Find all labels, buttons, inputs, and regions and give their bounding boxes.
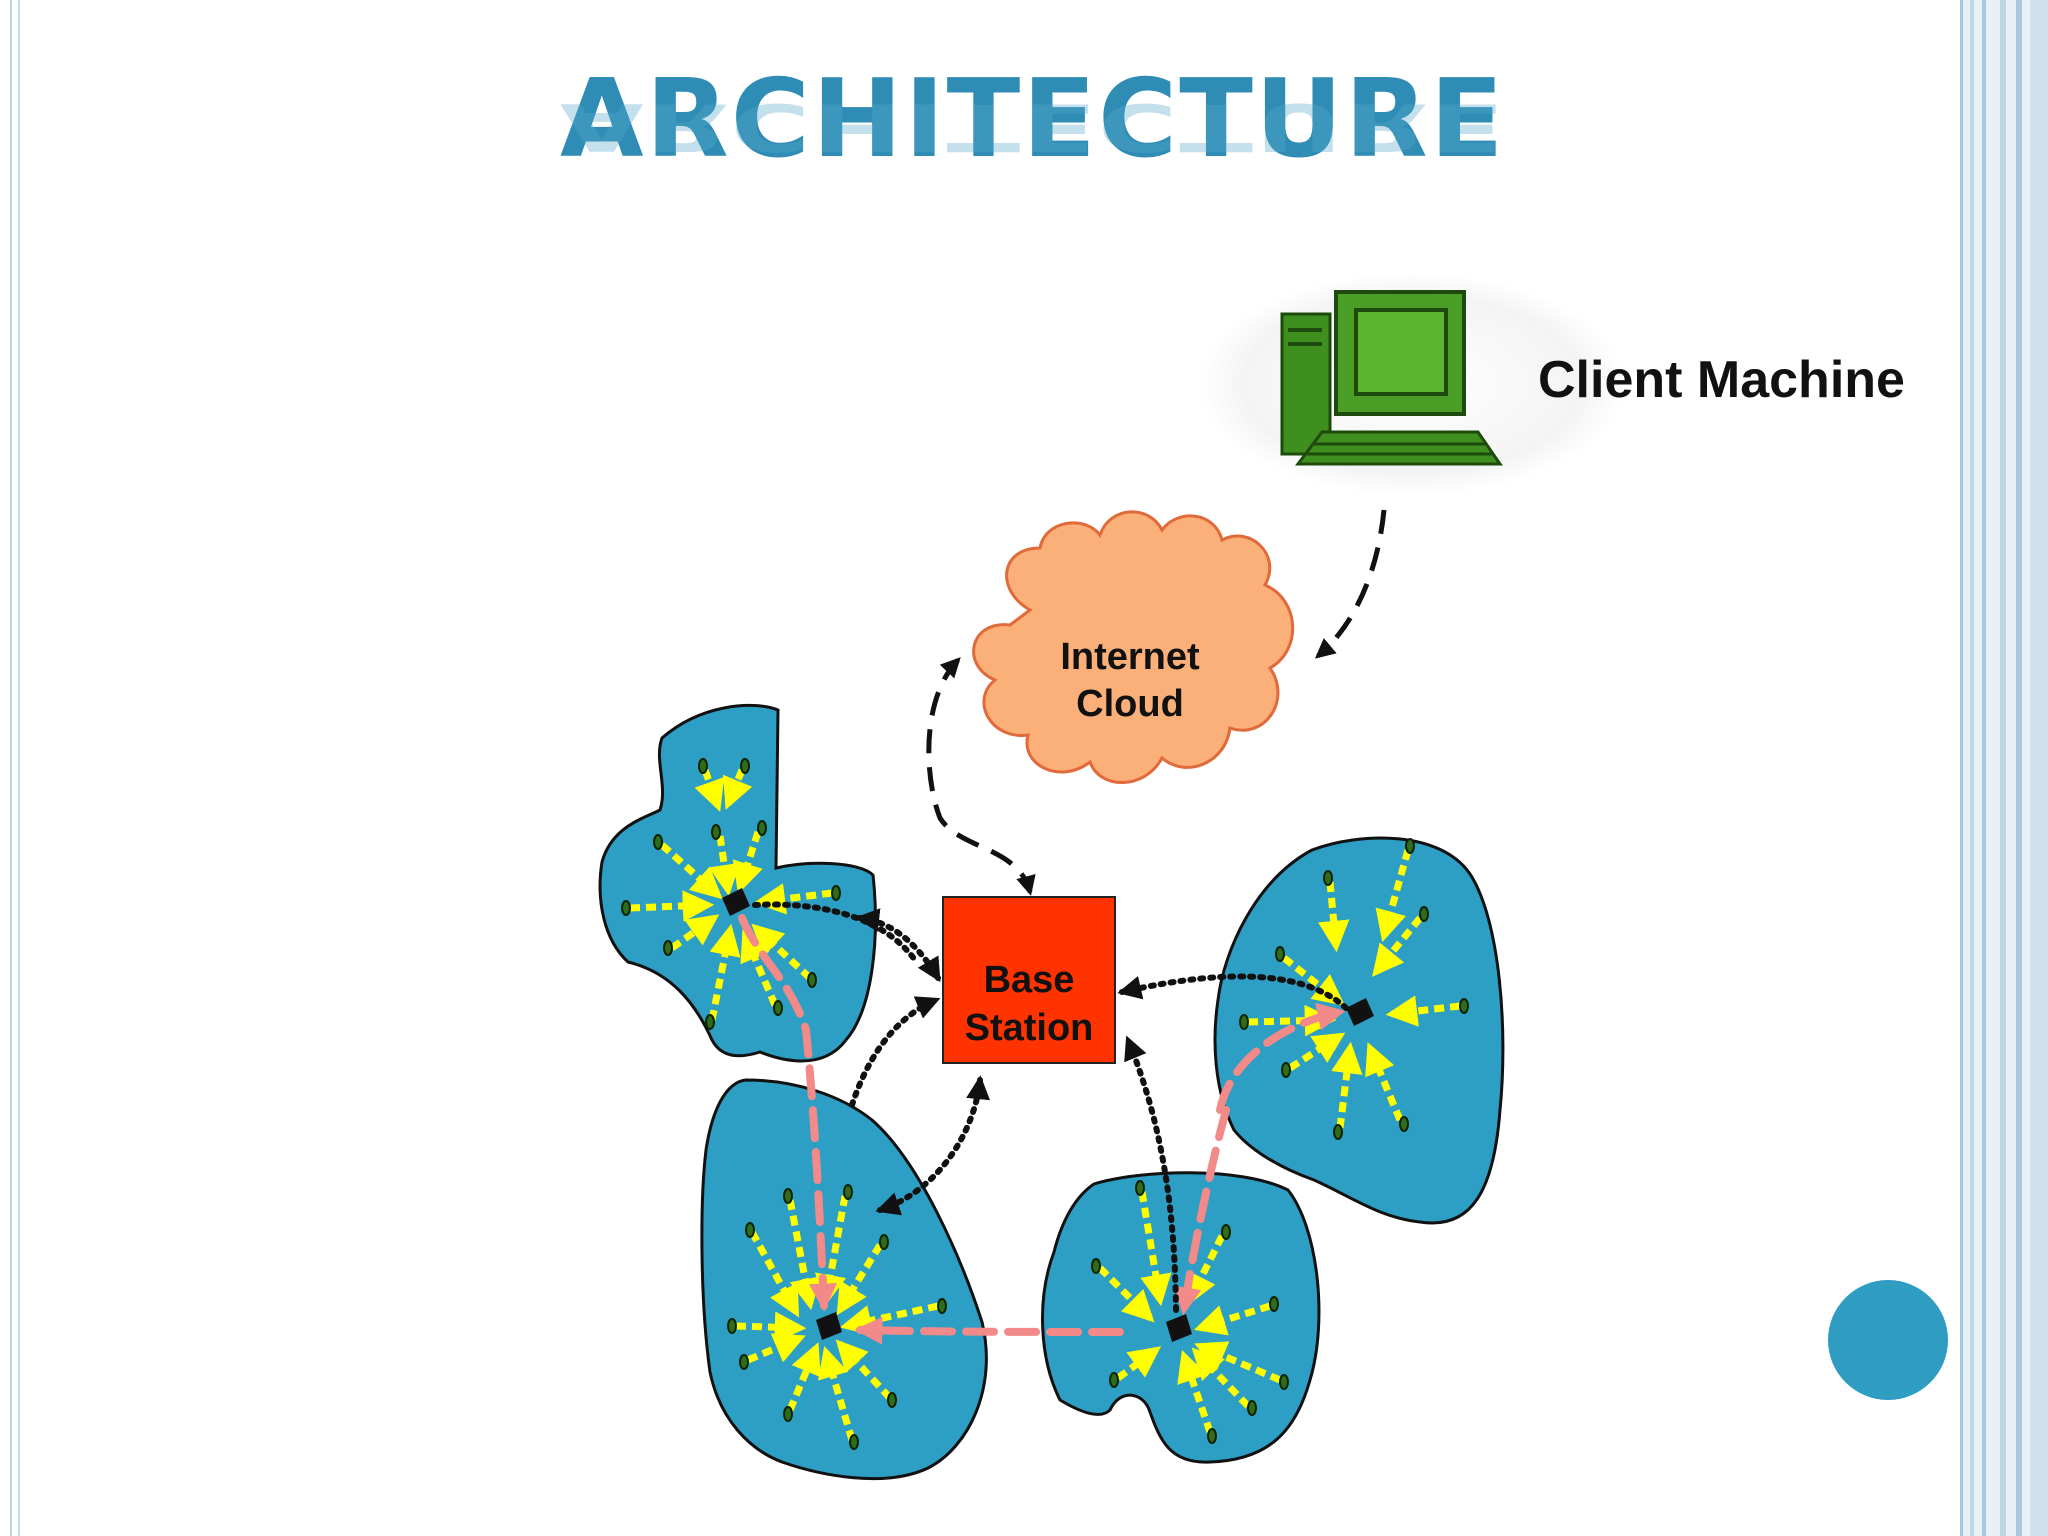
base-station-label-line1: Base <box>983 959 1075 1001</box>
internet-links <box>926 509 1387 896</box>
sensor-cluster-4 <box>1213 836 1505 1225</box>
sensor-cluster-1 <box>598 703 877 1063</box>
base-station-box <box>942 896 1116 1064</box>
internet-cloud-label-line2: Cloud <box>1076 683 1184 725</box>
sensor-flow-arrows-1 <box>629 768 833 1021</box>
base-station-label: Base Station <box>942 956 1116 1052</box>
right-border-decoration <box>1960 0 2048 1536</box>
decorative-circle <box>1828 1280 1948 1400</box>
internet-cloud-label: Internet Cloud <box>1020 634 1240 728</box>
client-machine-label: Client Machine <box>1538 351 1905 409</box>
base-station-links <box>752 901 1349 1313</box>
left-border-line <box>10 0 12 1536</box>
internet-cloud-label-line1: Internet <box>1060 636 1200 678</box>
left-border-line-inner <box>18 0 20 1536</box>
sensor-nodes <box>621 758 1469 1450</box>
slide-title: ARCHITECTURE ARCHITECTURE <box>560 57 1506 240</box>
cluster-heads <box>722 888 1374 1342</box>
inter-cluster-routes <box>738 914 1346 1345</box>
computer-icon <box>1200 272 1624 496</box>
sensor-flow-arrows-2 <box>735 1195 939 1441</box>
slide-title-text: ARCHITECTURE <box>560 57 1506 182</box>
sensor-flow-arrows-3 <box>1097 1191 1282 1434</box>
base-station-label-line2: Station <box>964 1007 1094 1049</box>
